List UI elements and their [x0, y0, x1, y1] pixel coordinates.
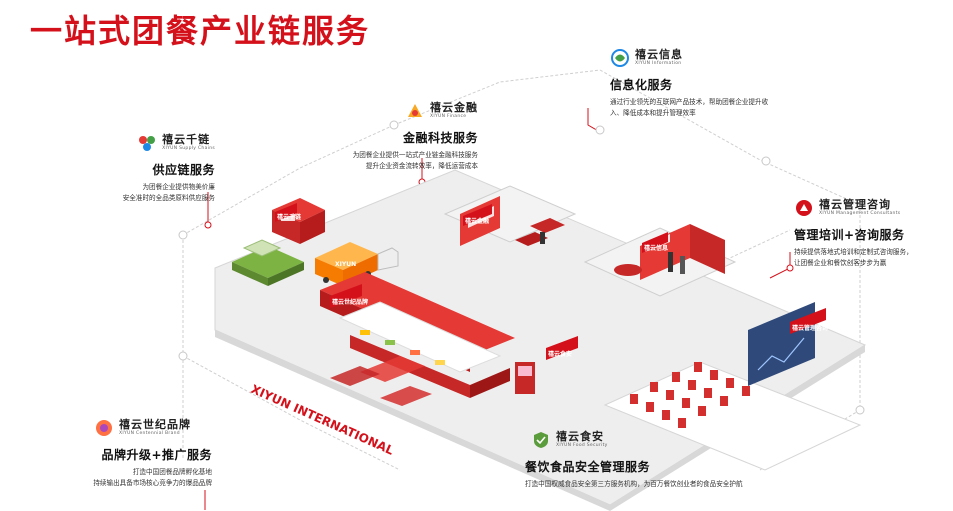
service-supply-desc-1: 为团餐企业提供物美价廉 — [142, 183, 215, 191]
logo-supply-en: XIYUN Supply Chains — [162, 146, 215, 151]
logo-supply: 禧云千链 XIYUN Supply Chains — [95, 133, 215, 153]
xiyun-finance-logo-icon — [408, 104, 422, 117]
logo-consult-cn: 禧云管理咨询 — [819, 198, 891, 211]
service-consult-title: 管理培训+咨询服务 — [794, 228, 905, 242]
service-finance-desc-1: 为团餐企业提供一站式产业链金融科技服务 — [352, 151, 478, 159]
service-brand-desc-2: 持续输出具备市场核心竞争力的爆品品牌 — [93, 479, 212, 487]
logo-finance-cn: 禧云金融 — [430, 101, 478, 114]
logo-consult: 禧云管理咨询 XIYUN Management Consultants — [794, 198, 949, 218]
service-food: 禧云食安 XIYUN Food Security 餐饮食品安全管理服务 打造中国… — [525, 430, 815, 490]
supply-chain-scene — [232, 198, 325, 286]
xiyun-info-logo-icon — [611, 49, 629, 67]
service-consult: 禧云管理咨询 XIYUN Management Consultants 管理培训… — [794, 198, 949, 269]
sign-consult: 禧云管理咨询 — [792, 324, 828, 332]
sign-finance: 禧云金融 — [465, 217, 489, 225]
xiyun-food-logo-icon — [534, 432, 548, 448]
logo-finance-en: XIYUN Finance — [430, 114, 467, 119]
sign-info: 禧云信息 — [644, 244, 668, 252]
xiyun-consult-logo-icon — [796, 200, 812, 216]
service-info: 禧云信息 XIYUN Information 信息化服务 通过行业领先的互联网产… — [610, 48, 850, 119]
service-food-title: 餐饮食品安全管理服务 — [525, 460, 651, 474]
logo-info-en: XIYUN Information — [635, 61, 682, 66]
service-brand-title: 品牌升级+推广服务 — [101, 448, 212, 462]
service-supply-desc-2: 安全准时的全品类原料供应服务 — [122, 194, 215, 202]
service-supply-title: 供应链服务 — [152, 163, 215, 177]
sign-brand: 禧云世纪品牌 — [332, 298, 368, 306]
service-supply: 禧云千链 XIYUN Supply Chains 供应链服务 为团餐企业提供物美… — [95, 133, 215, 204]
service-finance-desc-2: 提升企业资金流转效率，降低运营成本 — [365, 162, 478, 170]
sign-supply: 禧云千链 — [277, 213, 302, 221]
page-title: 一站式团餐产业链服务 — [30, 12, 371, 50]
xiyun-brand-logo-icon — [96, 420, 112, 436]
service-info-desc-1: 通过行业领先的互联网产品技术，帮助团餐企业提升收 — [610, 98, 769, 106]
logo-info: 禧云信息 XIYUN Information — [610, 48, 850, 68]
logo-food-en: XIYUN Food Security — [556, 443, 608, 448]
logo-brand-en: XIYUN Centennial Brand — [119, 431, 180, 436]
connector-nodes — [178, 120, 865, 415]
service-finance: 禧云金融 XIYUN Finance 金融科技服务 为团餐企业提供一站式产业链金… — [300, 101, 478, 172]
scene-signs: 禧云千链 禧云金融 禧云信息 禧云世纪品牌 禧云食安 禧云管理咨询 — [275, 203, 828, 360]
service-consult-desc-2: 让团餐企业和餐饮创客步步为赢 — [794, 259, 887, 267]
logo-consult-en: XIYUN Management Consultants — [819, 211, 901, 216]
service-consult-desc-1: 持续提供落地式培训和定制式咨询服务， — [794, 248, 913, 256]
logo-food: 禧云食安 XIYUN Food Security — [531, 430, 815, 450]
logo-supply-cn: 禧云千链 — [162, 133, 211, 146]
truck-label: XIYUN — [335, 261, 356, 268]
logo-brand-cn: 禧云世纪品牌 — [119, 418, 191, 431]
sign-food: 禧云食安 — [548, 350, 572, 358]
logo-finance: 禧云金融 XIYUN Finance — [300, 101, 478, 121]
logo-info-cn: 禧云信息 — [635, 48, 683, 61]
service-food-desc-1: 打造中国权威食品安全第三方服务机构，为百万餐饮创业者的食品安全护航 — [525, 480, 743, 488]
logo-food-cn: 禧云食安 — [556, 430, 604, 443]
service-finance-title: 金融科技服务 — [402, 131, 478, 145]
logo-brand: 禧云世纪品牌 XIYUN Centennial Brand — [94, 418, 212, 438]
service-brand: 禧云世纪品牌 XIYUN Centennial Brand 品牌升级+推广服务 … — [62, 418, 212, 489]
service-brand-desc-1: 打造中国团餐品牌孵化基地 — [132, 468, 212, 476]
xiyun-supply-logo-icon — [139, 136, 156, 151]
service-info-title: 信息化服务 — [610, 78, 673, 92]
floor-platform-edge — [215, 330, 865, 511]
service-info-desc-2: 入、降低成本和提升管理效率 — [610, 109, 696, 117]
